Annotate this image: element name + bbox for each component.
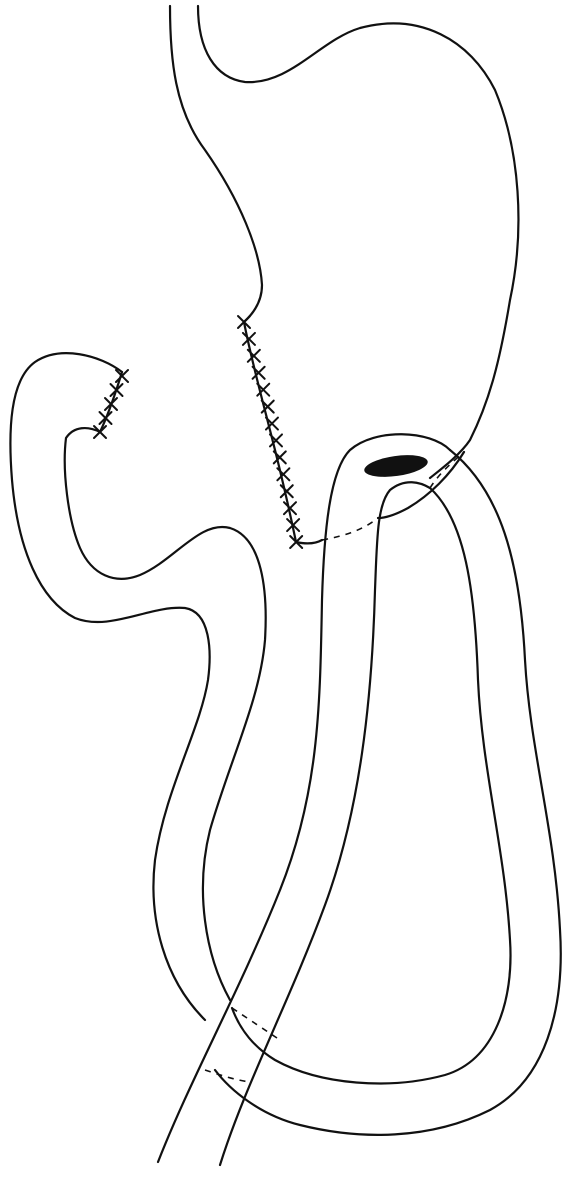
stomach-outline-outer xyxy=(168,4,264,324)
stomach-stitch xyxy=(282,501,297,516)
jejunum-hidden-crossing-1 xyxy=(231,1007,281,1041)
jejunum-loop-inner-right xyxy=(230,486,512,1085)
duodenal-stump xyxy=(9,352,267,1022)
stump-stitch xyxy=(104,397,118,411)
stomach-suture-line xyxy=(237,315,304,549)
anastomosis-hidden-edge xyxy=(429,451,465,489)
stomach-stitch xyxy=(272,450,287,465)
jejunum-outer-left xyxy=(156,433,452,1164)
stomach-stitch xyxy=(256,382,271,397)
stump-stitch xyxy=(109,383,124,397)
stomach-lower-curve xyxy=(376,450,466,520)
stomach-outline-right xyxy=(196,4,520,480)
stomach-stitch xyxy=(268,433,283,448)
jejunal-loop xyxy=(156,433,562,1167)
stomach-stitch xyxy=(276,467,291,482)
stomach-stitch xyxy=(286,518,301,533)
stomach-stitch xyxy=(279,484,294,499)
stomach-hidden-edge xyxy=(321,517,379,541)
stump-stitch xyxy=(93,425,107,439)
stomach-stitch xyxy=(246,348,261,363)
jejunum-hidden-crossing-2 xyxy=(204,1069,251,1083)
duodenal-stump-stitches xyxy=(93,369,129,439)
stump-stitch xyxy=(98,411,113,425)
stomach-stitch xyxy=(251,365,266,380)
jejunum-loop-outer-right xyxy=(213,448,562,1136)
stomach-stitch xyxy=(264,416,279,431)
duodenum-outer-wall xyxy=(9,352,211,1022)
stomach-stitch xyxy=(241,331,256,346)
gastrojejunal-stoma xyxy=(364,455,428,477)
stomach-stitch xyxy=(260,399,275,414)
duodenum-inner-wall xyxy=(63,426,267,1002)
stomach-closure-end xyxy=(294,538,324,545)
stomach xyxy=(168,4,520,545)
stomach-stitch xyxy=(289,535,304,549)
stomach-stitch xyxy=(237,315,251,329)
stomach-stitches xyxy=(237,315,304,549)
jejunum-inner-left xyxy=(218,481,432,1167)
stump-stitch xyxy=(115,369,129,383)
